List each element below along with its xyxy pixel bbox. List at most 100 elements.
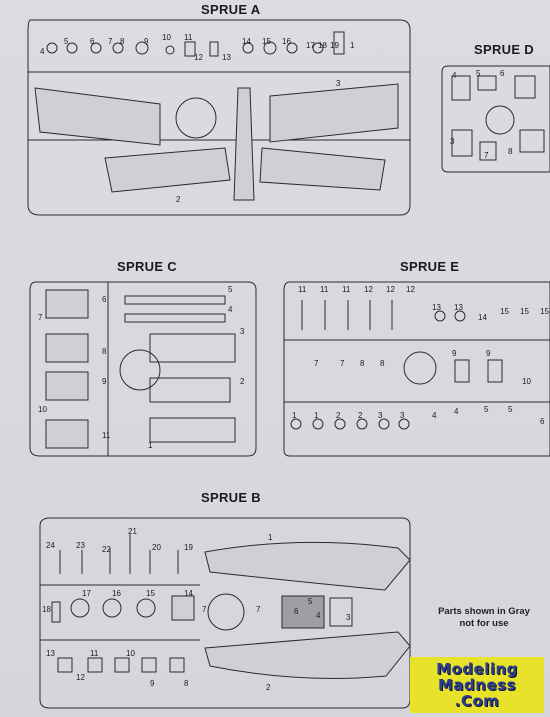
sprue-b-part-number: 23 bbox=[76, 541, 85, 550]
sprue-b-part-number: 7 bbox=[256, 605, 261, 614]
sprue-b-part-number: 19 bbox=[184, 543, 193, 552]
sprue-a-part-number: 12 bbox=[194, 53, 203, 62]
sprue-e-part-number: 14 bbox=[478, 313, 487, 322]
sprue-e-part-number: 5 bbox=[508, 405, 513, 414]
sprue-b-title: SPRUE B bbox=[201, 490, 261, 505]
sprue-b-part-number: 17 bbox=[82, 589, 91, 598]
gray-parts-note: Parts shown in Gray not for use bbox=[432, 606, 536, 630]
sprue-e-part-number: 7 bbox=[340, 359, 345, 368]
sprue-e-part-number: 15 bbox=[540, 307, 549, 316]
sprue-e-part-number: 11 bbox=[298, 285, 307, 294]
sprue-d-part-number: 6 bbox=[500, 69, 505, 78]
sprue-d-part-number: 7 bbox=[484, 151, 489, 160]
sprue-e-frame bbox=[283, 281, 550, 457]
sprue-a-lower-right-wing bbox=[259, 147, 386, 191]
sprue-b-gray-part bbox=[281, 595, 325, 629]
watermark-line3: .Com bbox=[454, 692, 500, 710]
sprue-c-part-number: 8 bbox=[102, 347, 107, 356]
sprue-a-part-number: 6 bbox=[90, 37, 95, 46]
sprue-e-part-number: 10 bbox=[522, 377, 531, 386]
sprue-a-part-number: 14 bbox=[242, 37, 251, 46]
sprue-d-part-number: 3 bbox=[450, 137, 455, 146]
sprue-e-part-number: 15 bbox=[500, 307, 509, 316]
sprue-b-frame bbox=[39, 517, 411, 709]
sprue-e-part-number: 11 bbox=[320, 285, 329, 294]
sprue-b-part-number: 15 bbox=[146, 589, 155, 598]
sprue-a-part-number: 19 bbox=[330, 41, 339, 50]
sprue-e-part-number: 2 bbox=[358, 411, 363, 420]
sprue-b-part-number: 14 bbox=[184, 589, 193, 598]
sprue-e-part-number: 5 bbox=[484, 405, 489, 414]
sprue-a-part-number: 18 bbox=[318, 41, 327, 50]
sprue-a-part-number: 8 bbox=[120, 37, 125, 46]
sprue-a-part-number: 17 bbox=[306, 41, 315, 50]
sprue-a-frame bbox=[27, 19, 411, 216]
sprue-b-part-number: 1 bbox=[268, 533, 273, 542]
sprue-d-part-number: 4 bbox=[452, 71, 457, 80]
modeling-madness-watermark: Modeling Madness .Com bbox=[410, 657, 544, 713]
sprue-e-part-number: 12 bbox=[364, 285, 373, 294]
gray-parts-note-line1: Parts shown in Gray bbox=[438, 606, 530, 617]
sprue-a-part-number: 15 bbox=[262, 37, 271, 46]
sprue-b-part-number: 2 bbox=[266, 683, 271, 692]
sprue-c-cowl-parts bbox=[45, 289, 89, 449]
sprue-b-part-number: 8 bbox=[184, 679, 189, 688]
sprue-a-part-number: 1 bbox=[350, 41, 355, 50]
watermark-line1: Modeling bbox=[436, 660, 518, 678]
sprue-e-part-number: 2 bbox=[336, 411, 341, 420]
sprue-c-frame bbox=[29, 281, 257, 457]
sprue-e-part-number: 13 bbox=[454, 303, 463, 312]
sprue-c-part-number: 6 bbox=[102, 295, 107, 304]
sprue-e-part-number: 7 bbox=[314, 359, 319, 368]
sprue-a-part-number: 9 bbox=[144, 37, 149, 46]
sprue-d-part-number: 5 bbox=[476, 69, 481, 78]
sprue-a-part-number: 10 bbox=[162, 33, 171, 42]
sprue-a-lower-left-wing bbox=[104, 147, 231, 193]
sprue-c-part-number: 11 bbox=[102, 431, 111, 440]
sprue-e-part-number: 4 bbox=[432, 411, 437, 420]
sprue-e-part-number: 12 bbox=[406, 285, 415, 294]
sprue-b-part-number: 3 bbox=[346, 613, 351, 622]
sprue-a-part-number: 7 bbox=[108, 37, 113, 46]
sprue-c-part-number: 2 bbox=[240, 377, 245, 386]
sprue-a-part-number: 13 bbox=[222, 53, 231, 62]
sprue-e-part-number: 6 bbox=[540, 417, 545, 426]
watermark-line2: Madness bbox=[438, 676, 516, 694]
sprue-e-part-number: 1 bbox=[314, 411, 319, 420]
sprue-c-gear-parts bbox=[124, 295, 236, 443]
sprue-b-part-number: 4 bbox=[316, 611, 321, 620]
sprue-b-part-number: 10 bbox=[126, 649, 135, 658]
sprue-c-part-number: 3 bbox=[240, 327, 245, 336]
sprue-e-part-number: 3 bbox=[378, 411, 383, 420]
sprue-d-title: SPRUE D bbox=[474, 42, 534, 57]
sprue-b-small-parts bbox=[51, 534, 195, 673]
sprue-e-part-number: 1 bbox=[292, 411, 297, 420]
sprue-e-part-number: 8 bbox=[380, 359, 385, 368]
sprue-e-part-number: 13 bbox=[432, 303, 441, 312]
sprue-b-part-number: 24 bbox=[46, 541, 55, 550]
sprue-b-part-number: 22 bbox=[102, 545, 111, 554]
sprue-b-part-number: 16 bbox=[112, 589, 121, 598]
gray-parts-note-line2: not for use bbox=[459, 618, 509, 629]
sprue-b-part-number: 20 bbox=[152, 543, 161, 552]
sprue-d-part-number: 8 bbox=[508, 147, 513, 156]
sprue-b-lower-fuselage bbox=[204, 631, 411, 679]
sprue-b-part-number: 12 bbox=[76, 673, 85, 682]
sprue-a-small-parts bbox=[46, 31, 345, 57]
sprue-a-part-number: 4 bbox=[40, 47, 45, 56]
sprue-e-part-number: 4 bbox=[454, 407, 459, 416]
sprue-a-part-number: 2 bbox=[176, 195, 181, 204]
sprue-b-part-number: 7 bbox=[202, 605, 207, 614]
sprue-e-part-number: 11 bbox=[342, 285, 351, 294]
sprue-a-part-number: 3 bbox=[336, 79, 341, 88]
sprue-e-part-number: 3 bbox=[400, 411, 405, 420]
sprue-c-part-number: 10 bbox=[38, 405, 47, 414]
sprue-e-title: SPRUE E bbox=[400, 259, 460, 274]
sprue-a-fuselage bbox=[233, 87, 255, 201]
sprue-b-part-number: 13 bbox=[46, 649, 55, 658]
sprue-a-right-wing bbox=[269, 83, 399, 143]
sprue-e-part-number: 12 bbox=[386, 285, 395, 294]
